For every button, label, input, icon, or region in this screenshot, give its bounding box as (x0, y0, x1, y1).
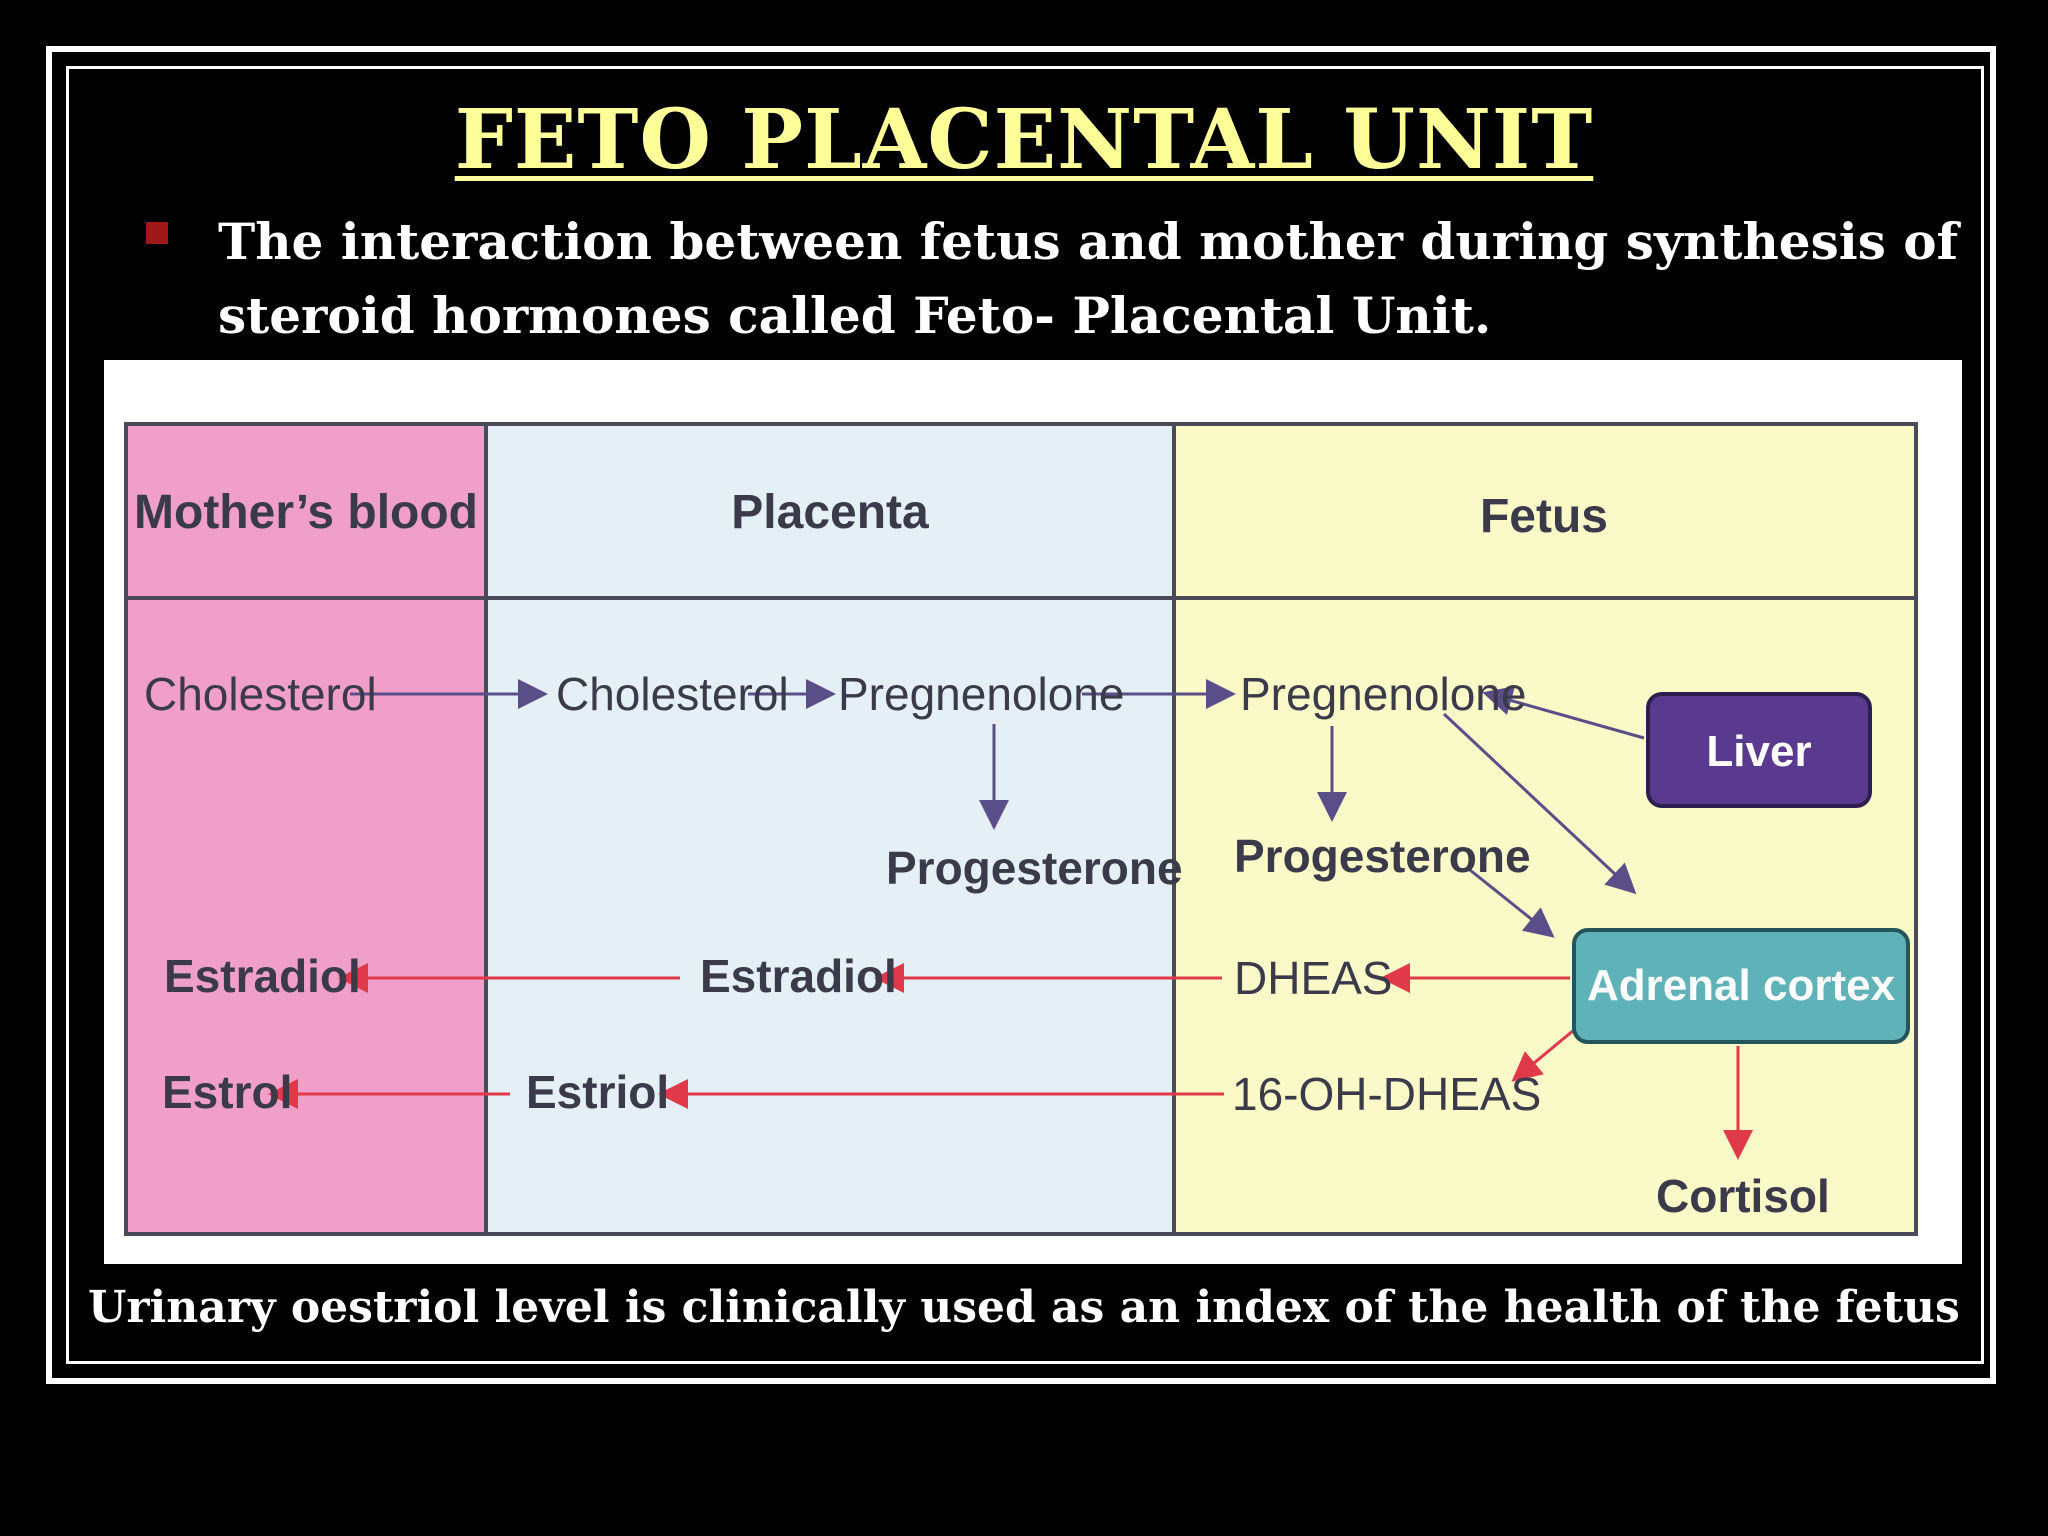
slide-outer-border (46, 46, 1996, 1384)
mother-estradiol: Estradiol (164, 950, 361, 1002)
arrow-progesterone-to-adrenal (1469, 868, 1555, 938)
diagram-svg: Mother’s blood Placenta Fetus Liver Adre… (124, 422, 1918, 1236)
header-fetus: Fetus (1480, 490, 1608, 543)
arrow-pregnenolone-to-adrenal (1442, 712, 1637, 895)
feto-placental-diagram: Mother’s blood Placenta Fetus Liver Adre… (104, 360, 1962, 1264)
arrow-adrenal-to-16ohdheas (1511, 1028, 1575, 1082)
fetus-cortisol: Cortisol (1656, 1170, 1830, 1222)
fetus-column (1174, 424, 1916, 1234)
placenta-cholesterol: Cholesterol (556, 668, 789, 720)
placenta-progesterone: Progesterone (886, 842, 1183, 894)
liver-label: Liver (1706, 727, 1811, 776)
caption-text: Urinary oestriol level is clinically use… (88, 1282, 1960, 1333)
placenta-pregnenolone: Pregnenolone (838, 668, 1124, 720)
placenta-estradiol: Estradiol (700, 950, 897, 1002)
placenta-column (486, 424, 1174, 1234)
placenta-estriol: Estriol (526, 1066, 669, 1118)
adrenal-cortex-box (1572, 928, 1910, 1044)
mother-column (126, 424, 486, 1234)
bullet-text: The interaction between fetus and mother… (218, 212, 1959, 345)
header-mothers-blood: Mother’s blood (134, 486, 478, 539)
fetus-16-oh-dheas: 16-OH-DHEAS (1232, 1068, 1541, 1120)
arrow-liver-to-pregnenolone (1482, 686, 1645, 740)
fetus-dheas: DHEAS (1234, 952, 1392, 1004)
mother-cholesterol: Cholesterol (144, 668, 377, 720)
adrenal-cortex-label: Adrenal cortex (1587, 961, 1896, 1010)
fetus-pregnenolone: Pregnenolone (1240, 668, 1526, 720)
liver-box (1646, 692, 1872, 808)
table-border (124, 422, 1918, 1236)
bullet-marker (146, 222, 168, 244)
header-placenta: Placenta (731, 486, 929, 539)
fetus-progesterone: Progesterone (1234, 830, 1531, 882)
mother-estrol: Estrol (162, 1066, 292, 1118)
slide-title: FETO PLACENTAL UNIT (454, 92, 1594, 188)
slide-inner-border (66, 66, 1984, 1364)
